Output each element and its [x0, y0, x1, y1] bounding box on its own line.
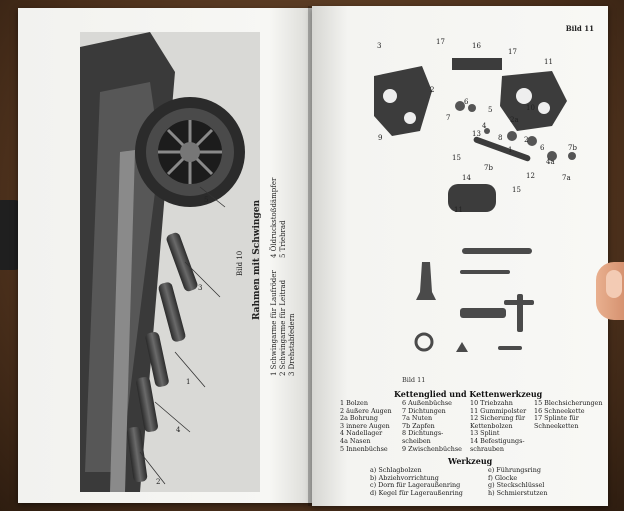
callout-2: 2: [156, 478, 161, 486]
callout: 5: [488, 106, 493, 114]
callout: 16: [472, 42, 481, 50]
legend-item: 2 Schwingarme für Leitrad: [279, 279, 287, 376]
legend-item: 3 innere Augen: [340, 421, 390, 430]
callout: 2: [430, 86, 435, 94]
track-link-parts-drawing: [374, 58, 576, 212]
tool-item: b) Abziehvorrichtung: [370, 473, 439, 482]
legend-column-2: 6 Außenbüchse 7 Dichtungen 7a Nuten 7b Z…: [402, 399, 462, 453]
callout-5: 5: [204, 196, 209, 204]
legend-item: 15 Blechsicherungen: [534, 399, 603, 407]
legend-item: 4a Nasen: [340, 436, 371, 445]
callout: 7: [446, 114, 451, 122]
legend-item: 7b Zapfen: [402, 421, 435, 430]
callout: 6: [464, 98, 469, 106]
thumbnail-nail: [606, 270, 622, 298]
suspension-frame-photo: [80, 32, 260, 492]
legend-item: 2a Bohrung: [340, 414, 378, 423]
callout: 14: [462, 174, 471, 182]
legend-item: 8 Dichtungs-: [402, 429, 444, 438]
legend-item: 5 Triebrad: [279, 220, 287, 258]
callout: 2a: [510, 116, 519, 124]
legend-item: 9 Zwischenbüchse: [402, 444, 462, 453]
left-page: 5 3 1 4 2 Bild 10 Rahmen mit Schwingen 1…: [18, 8, 314, 503]
legend-item: 1 Schwingarme für Laufröder: [270, 270, 278, 376]
callout: 8: [498, 134, 503, 142]
callout-1: 1: [186, 378, 191, 386]
callout-4: 4: [176, 426, 181, 434]
track-tools-drawing: [414, 248, 534, 352]
tools-heading: Werkzeug: [448, 456, 493, 466]
legend-column-1: 1 Bolzen 2 äußere Augen 2a Bohrung 3 inn…: [340, 399, 392, 453]
legend-item: 6 Außenbüchse: [402, 399, 452, 407]
figure-title: Rahmen mit Schwingen: [252, 199, 262, 320]
legend-item: 4 Öldruckstoßdämpfer: [270, 177, 278, 258]
legend-item: scheiben: [402, 436, 431, 445]
callout: 7b: [568, 144, 577, 152]
right-page: Bild 11: [312, 6, 608, 506]
figure-label: Bild 11: [402, 376, 426, 384]
callout: 11: [544, 58, 553, 66]
legend-column-4: 15 Blechsicherungen 16 Schneekette 17 Sp…: [534, 399, 603, 430]
page-header: Bild 11: [565, 24, 594, 33]
legend-item: 16 Schneekette: [534, 406, 585, 415]
tool-item: c) Dorn für Lageraußenring: [370, 481, 461, 490]
callout: 12: [526, 172, 535, 180]
callout: 6: [540, 144, 545, 152]
legend-column-3: 10 Triebzahn 11 Gummipolster 12 Sicherun…: [470, 399, 527, 453]
callout-3: 3: [198, 284, 203, 292]
callout: 4a: [546, 158, 555, 166]
legend-item: Kettenbolzen: [470, 421, 513, 430]
tools-column-1: a) Schlagbolzen b) Abziehvorrichtung c) …: [370, 466, 463, 497]
callout: 17: [436, 38, 445, 46]
tools-column-2: e) Führungsring f) Glocke g) Steckschlüs…: [488, 466, 548, 497]
tool-item: f) Glocke: [488, 473, 518, 482]
legend-item: 3 Drehstabfedern: [288, 313, 296, 376]
callout: 13: [472, 130, 481, 138]
legend-item: 7 Dichtungen: [402, 406, 446, 415]
tool-item: e) Führungsring: [488, 466, 541, 474]
tool-item: h) Schmierstutzen: [488, 488, 548, 497]
callout: 2: [524, 136, 529, 144]
legend-item: 17 Splinte für: [534, 414, 579, 423]
legend-item: schrauben: [470, 444, 504, 453]
callout: 10: [526, 104, 535, 112]
legend-item: 14 Befestigungs-: [470, 436, 525, 445]
callout: 15: [512, 186, 521, 194]
legend-item: 5 Innenbüchse: [340, 444, 388, 453]
callout: 9: [378, 134, 383, 142]
callout: 7a: [562, 174, 571, 182]
legend-item: Schneeketten: [534, 421, 579, 430]
callout: 17: [508, 48, 517, 56]
legend-heading: Kettenglied und Kettenwerkzeug: [394, 389, 543, 399]
legend-item: 4 Nadellager: [340, 429, 383, 438]
legend-item: 11 Gummipolster: [470, 406, 527, 415]
legend-item: 2 äußere Augen: [340, 406, 392, 415]
legend-item: 1 Bolzen: [340, 399, 368, 407]
tool-item: a) Schlagbolzen: [370, 466, 422, 474]
callout: 11: [454, 206, 463, 214]
figure-label: Bild 10: [236, 250, 244, 276]
tool-item: d) Kegel für Lageraußenring: [370, 488, 463, 497]
callout: 3: [377, 42, 382, 50]
legend-item: 13 Splint: [470, 429, 500, 438]
callout: 15: [452, 154, 461, 162]
tool-item: g) Steckschlüssel: [488, 481, 545, 490]
callout: 7b: [484, 164, 493, 172]
callout: 4: [482, 122, 487, 130]
legend-item: 10 Triebzahn: [470, 399, 513, 407]
legend-item: 7a Nuten: [402, 414, 433, 423]
legend-item: 12 Sicherung für: [470, 414, 526, 423]
callout: 1: [508, 146, 513, 154]
